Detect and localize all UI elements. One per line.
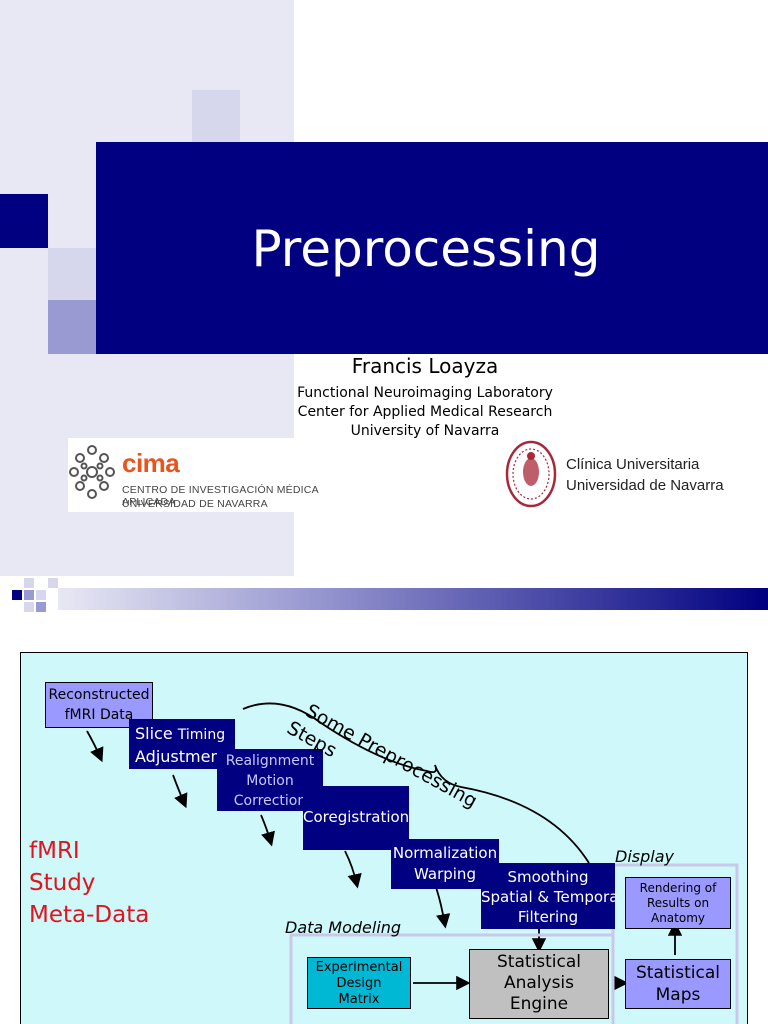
experimental-label: Experimental	[315, 960, 403, 975]
footer-decoration	[12, 578, 768, 612]
clinica-logo: Clínica Universitaria Universidad de Nav…	[500, 436, 750, 512]
curly-brace	[242, 702, 590, 864]
reconstructed-label: Reconstructed	[48, 687, 150, 703]
meta-data-label: fMRI Study Meta-Data	[29, 835, 149, 931]
deco-square	[192, 90, 240, 142]
filtering-label: Filtering	[517, 908, 579, 926]
clinica-university: Universidad de Navarra	[566, 477, 724, 494]
design-label: Design	[336, 976, 382, 991]
cima-logo: cima CENTRO DE INVESTIGACIÓN MÉDICA APLI…	[68, 438, 358, 512]
engine-line-1: Statistical	[497, 952, 581, 972]
motion-label: Motion	[246, 773, 294, 789]
pipeline-slide: Reconstructed fMRI Data Slice Timing Adj…	[20, 652, 748, 1024]
statistical-maps-box: Statistical Maps	[625, 959, 731, 1009]
anatomy-label: Anatomy	[650, 911, 705, 925]
title-band-stub	[0, 194, 48, 248]
display-label: Display	[615, 847, 674, 866]
adjustment-label: Adjustment	[135, 747, 227, 766]
realignment-box: Realignment Motion Correction	[217, 749, 323, 811]
affiliation-line-2: Center for Applied Medical Research	[297, 404, 553, 420]
title-band	[96, 142, 768, 354]
matrix-label: Matrix	[338, 992, 380, 1007]
reconstructed-box: Reconstructed fMRI Data	[45, 682, 153, 728]
smoothing-box: Smoothing Spatial & Temporal Filtering	[481, 863, 615, 929]
experimental-design-box: Experimental Design Matrix	[307, 957, 411, 1009]
maps-line-2: Maps	[655, 985, 701, 1005]
affiliation-line-1: Functional Neuroimaging Laboratory	[297, 385, 553, 401]
author-name: Francis Loayza	[351, 354, 499, 378]
normalization-label: Normalization	[392, 844, 498, 862]
data-modeling-label: Data Modeling	[285, 918, 402, 937]
maps-line-1: Statistical	[636, 963, 720, 983]
results-label: Results on	[646, 896, 710, 910]
affiliation-line-3: University of Navarra	[350, 423, 500, 439]
cima-wordmark: cima	[122, 448, 180, 478]
rendering-label: Rendering of	[639, 881, 717, 895]
analysis-engine-box: Statistical Analysis Engine	[469, 949, 609, 1019]
slice-label: Slice	[135, 724, 173, 743]
meta-line-3: Meta-Data	[29, 902, 150, 928]
deco-square	[48, 248, 96, 300]
fmri-data-label: fMRI Data	[64, 707, 134, 723]
slide-title: Preprocessing	[251, 220, 601, 278]
engine-line-2: Analysis	[503, 973, 575, 993]
pipeline-connectors	[86, 702, 739, 1024]
smoothing-label: Smoothing	[507, 868, 589, 886]
deco-square	[48, 300, 96, 354]
university-seal-icon	[505, 440, 557, 508]
realignment-label: Realignment	[225, 753, 315, 769]
cima-emblem-icon	[69, 445, 115, 499]
clinica-name: Clínica Universitaria	[566, 456, 700, 473]
cima-subtitle-2: UNIVERSIDAD DE NAVARRA	[122, 498, 268, 510]
spatial-temporal-label: Spatial & Temporal	[481, 888, 615, 906]
timing-label: Timing	[177, 727, 226, 743]
warping-label: Warping	[414, 865, 476, 883]
cima-subtitle-1: CENTRO DE INVESTIGACIÓN MÉDICA APLICADA	[122, 484, 319, 508]
correction-label: Correction	[233, 793, 307, 809]
engine-line-3: Engine	[509, 994, 569, 1014]
meta-line-2: Study	[29, 870, 96, 896]
meta-line-1: fMRI	[29, 838, 80, 864]
title-slide: Preprocessing Francis Loayza Functional …	[0, 0, 768, 612]
rendering-box: Rendering of Results on Anatomy	[625, 877, 731, 929]
